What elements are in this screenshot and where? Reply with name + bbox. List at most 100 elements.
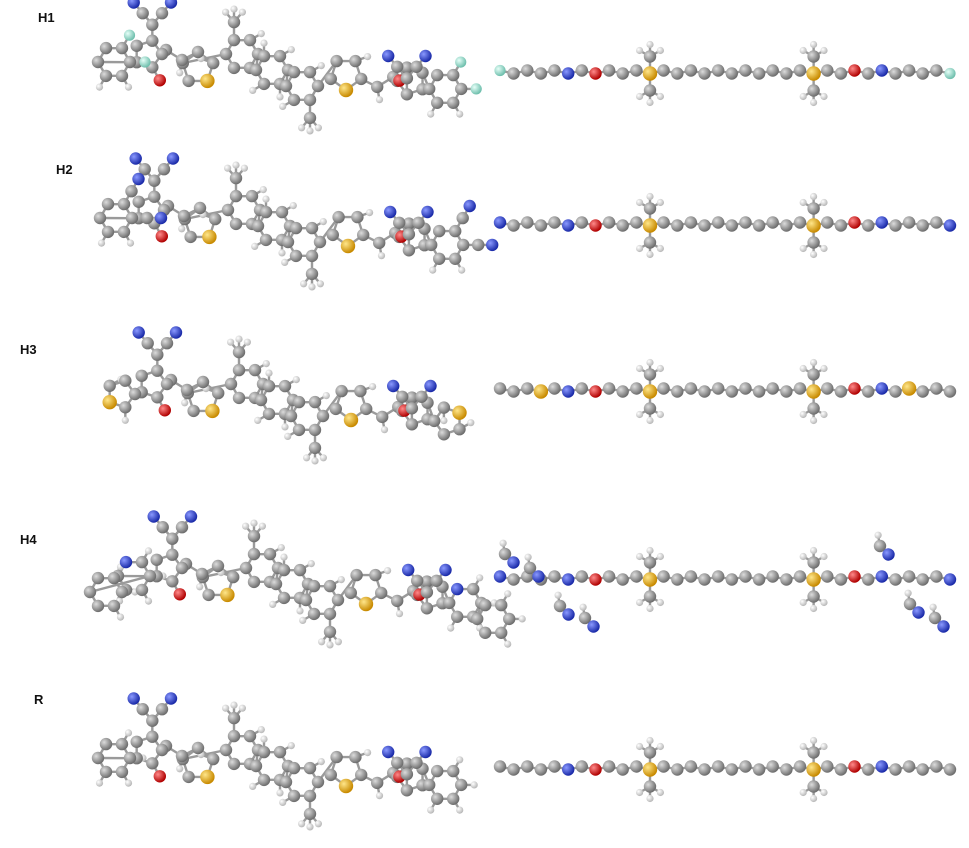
carbon-atom	[521, 64, 534, 77]
carbon-atom	[521, 216, 534, 229]
carbon-atom	[227, 33, 241, 47]
carbon-atom	[273, 745, 287, 759]
hydrogen-atom	[799, 92, 807, 101]
nitrogen-atom	[451, 582, 464, 596]
carbon-atom	[821, 216, 834, 229]
carbon-atom	[902, 760, 916, 773]
carbon-atom	[143, 569, 157, 583]
sulfur-atom	[806, 572, 821, 587]
carbon-atom	[157, 163, 171, 176]
nitrogen-atom	[166, 152, 180, 165]
carbon-atom	[862, 219, 875, 232]
carbon-atom	[278, 379, 292, 393]
nitrogen-atom	[463, 199, 476, 213]
oxygen-atom	[155, 230, 168, 243]
carbon-atom	[305, 221, 319, 235]
carbon-atom	[254, 393, 268, 407]
hydrogen-atom	[636, 410, 644, 419]
hydrogen-atom	[284, 432, 292, 440]
carbon-atom	[437, 428, 451, 441]
carbon-atom	[521, 760, 534, 773]
hydrogen-atom	[296, 607, 304, 615]
carbon-atom	[229, 171, 243, 185]
carbon-atom	[229, 189, 243, 203]
carbon-atom	[277, 563, 291, 577]
carbon-atom	[507, 763, 520, 776]
hydrogen-atom	[262, 360, 270, 368]
carbon-atom	[447, 68, 460, 82]
carbon-atom	[725, 67, 738, 80]
nitrogen-atom	[882, 548, 895, 561]
hydrogen-atom	[636, 598, 644, 607]
sulfur-atom	[642, 762, 658, 777]
carbon-atom	[643, 202, 657, 215]
carbon-atom	[262, 407, 276, 421]
carbon-atom	[193, 201, 207, 215]
hydrogen-atom	[636, 46, 644, 55]
carbon-atom	[916, 385, 929, 398]
hydrogen-atom	[820, 742, 828, 751]
carbon-atom	[175, 749, 189, 763]
carbon-atom	[428, 414, 441, 428]
carbon-atom	[160, 337, 174, 350]
carbon-atom	[373, 236, 386, 250]
carbon-atom	[657, 64, 670, 77]
carbon-atom	[739, 64, 752, 77]
nitrogen-atom	[493, 216, 507, 229]
hydrogen-atom	[470, 781, 478, 789]
panel-label: H2	[56, 162, 73, 177]
carbon-atom	[396, 390, 409, 403]
nitrogen-atom	[402, 563, 415, 577]
carbon-atom	[493, 760, 507, 773]
carbon-atom	[410, 60, 423, 73]
hydrogen-atom	[176, 765, 184, 773]
molecule-side-view	[493, 531, 957, 633]
oxygen-atom	[173, 588, 186, 601]
carbon-atom	[630, 216, 643, 229]
hydrogen-atom	[326, 641, 334, 649]
hydrogen-atom	[257, 726, 265, 734]
carbon-atom	[303, 789, 317, 803]
hydrogen-atom	[384, 567, 392, 575]
hydrogen-atom	[646, 192, 654, 201]
carbon-atom	[184, 230, 197, 244]
hydrogen-atom	[799, 364, 807, 373]
carbon-atom	[135, 555, 149, 569]
carbon-atom	[534, 219, 548, 232]
carbon-atom	[643, 236, 657, 249]
hydrogen-atom	[259, 186, 267, 194]
hydrogen-atom	[656, 788, 665, 797]
fluorine-atom	[944, 67, 956, 80]
carbon-atom	[862, 67, 875, 80]
carbon-atom	[277, 591, 291, 605]
carbon-atom	[752, 219, 766, 232]
hydrogen-atom	[656, 742, 665, 751]
molecule-side-view	[493, 736, 957, 803]
hydrogen-atom	[242, 522, 250, 530]
carbon-atom	[349, 54, 362, 68]
fluorine-atom	[455, 56, 467, 68]
hydrogen-atom	[281, 423, 289, 431]
carbon-atom	[99, 737, 113, 751]
nitrogen-atom	[169, 326, 183, 339]
sulfur-atom	[102, 395, 117, 410]
molecule-top-view	[93, 152, 499, 291]
panel-h2: H2	[56, 152, 957, 291]
fluorine-atom	[470, 83, 482, 95]
carbon-atom	[313, 235, 327, 249]
carbon-atom	[275, 205, 289, 219]
carbon-atom	[91, 751, 105, 765]
carbon-atom	[303, 111, 317, 125]
carbon-atom	[400, 784, 414, 797]
carbon-atom	[146, 34, 159, 47]
hydrogen-atom	[258, 522, 266, 530]
carbon-atom	[930, 570, 943, 583]
carbon-atom	[303, 65, 317, 79]
molecule-side-view	[493, 358, 957, 425]
hydrogen-atom	[646, 98, 654, 107]
sulfur-atom	[343, 412, 359, 428]
carbon-atom	[155, 47, 169, 61]
hydrogen-atom	[250, 519, 258, 527]
carbon-atom	[657, 382, 670, 395]
hydrogen-atom	[124, 729, 133, 737]
